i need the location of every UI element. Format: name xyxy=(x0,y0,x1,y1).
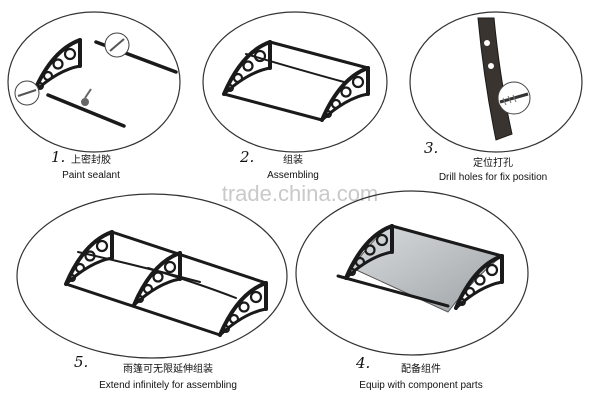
extended-frame-icon xyxy=(64,230,268,337)
step-4-number: 4. xyxy=(355,354,370,372)
step-1-bar-bottom xyxy=(46,93,126,128)
step-5-frame xyxy=(16,193,288,359)
step-4-title-cn: 配备组件 xyxy=(401,362,441,375)
step-4-title-en: Equip with component parts xyxy=(359,380,482,391)
sealant-bracket-icon xyxy=(32,38,82,94)
step-4-illustration xyxy=(295,190,529,356)
step-2-title-cn: 组装 xyxy=(283,153,303,166)
step-5-number: 5. xyxy=(74,353,88,371)
step-3-frame xyxy=(409,11,583,153)
step-3-illustration xyxy=(409,11,583,153)
step-1-title-cn: 上密封胶 xyxy=(71,153,111,166)
step-3-number: 3. xyxy=(424,139,438,157)
canopy-with-panel-icon xyxy=(336,224,504,313)
wall-bracket-screw-icon xyxy=(477,17,531,141)
step-3-title-en: Drill holes for fix position xyxy=(439,172,547,183)
watermark: trade.china.com xyxy=(222,181,379,206)
step-3-title-cn: 定位打孔 xyxy=(473,156,513,169)
step-1-illustration xyxy=(7,11,181,153)
step-2-illustration xyxy=(202,11,388,153)
sealant-drop-icon xyxy=(81,98,89,106)
step-2-title-en: Assembling xyxy=(267,170,319,181)
step-2-frame xyxy=(202,11,388,153)
step-5-title-en: Extend infinitely for assembling xyxy=(99,380,237,391)
step-1-frame xyxy=(7,11,181,153)
step-1-number: 1. xyxy=(51,148,65,166)
step-2-number: 2. xyxy=(239,148,254,166)
assembled-frame-icon xyxy=(222,40,370,122)
step-1-title-en: Paint sealant xyxy=(62,170,120,181)
step-5-illustration xyxy=(16,193,288,359)
step-4-frame xyxy=(295,190,529,356)
step-5-title-cn: 雨篷可无限延伸组装 xyxy=(123,362,213,375)
